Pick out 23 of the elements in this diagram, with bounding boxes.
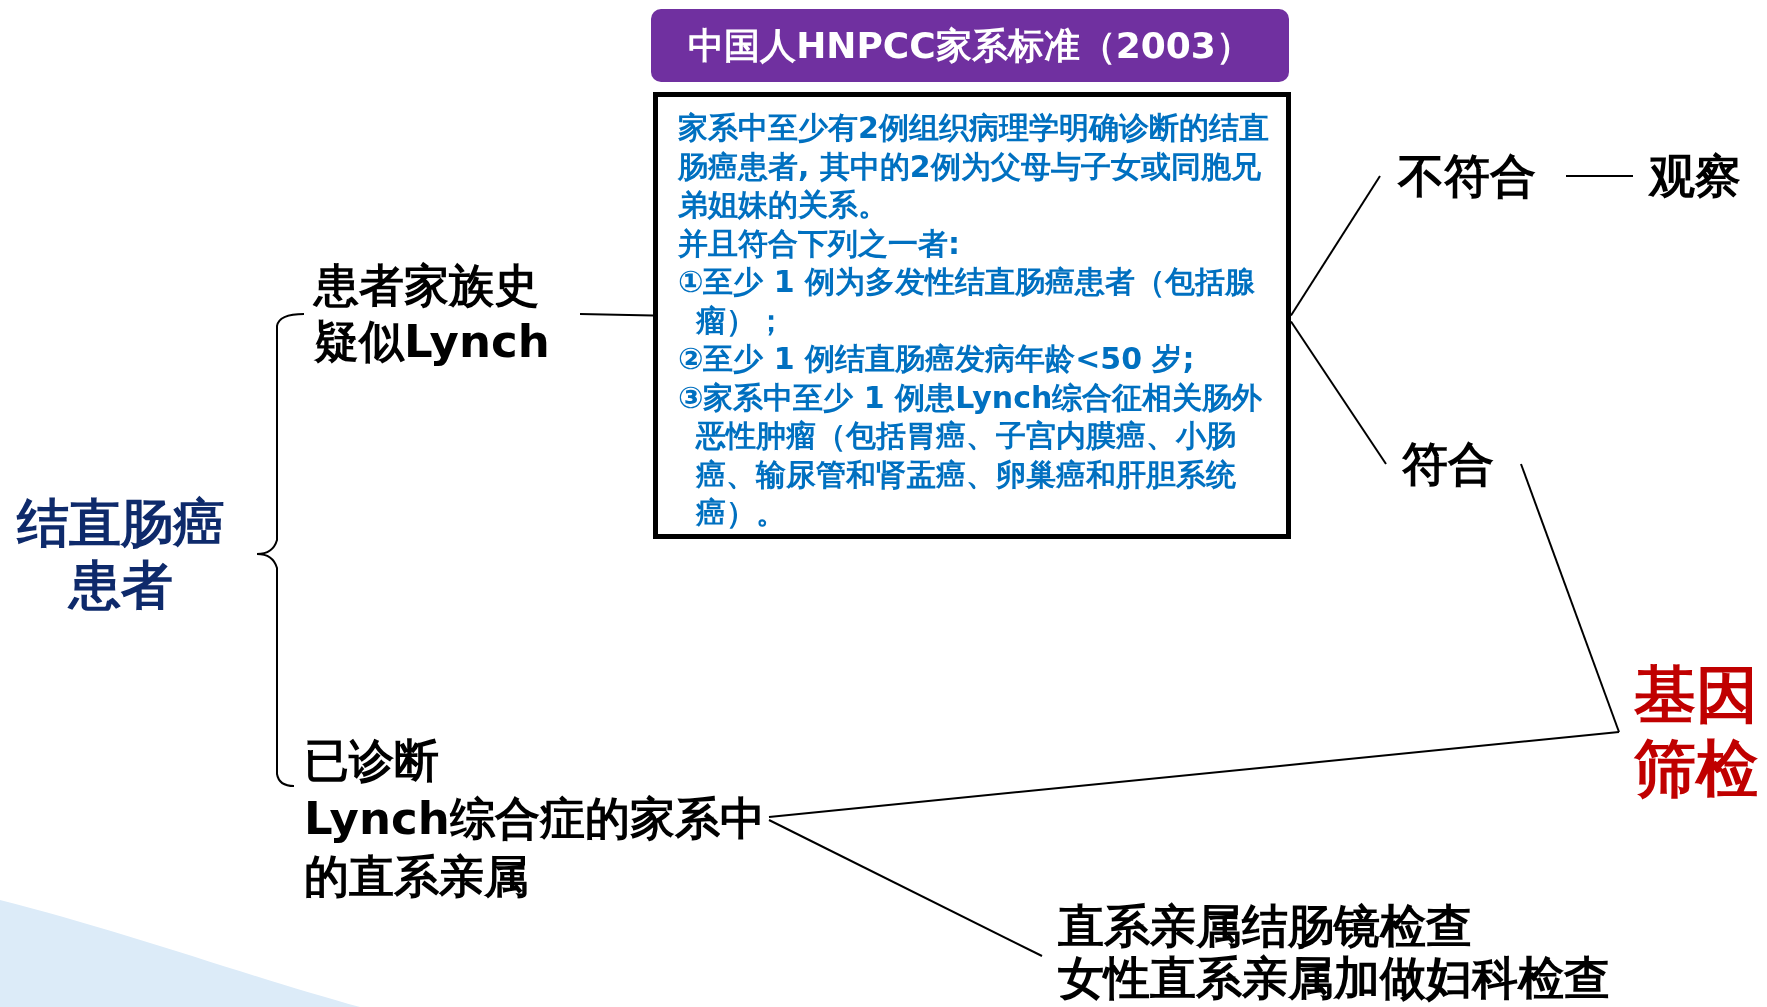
criteria-box: [653, 92, 1291, 539]
branch-label: 已诊断Lynch综合症的家系中的直系亲属: [304, 732, 774, 906]
connector-line: [768, 819, 1043, 957]
header-bar: 中国人HNPCC家系标准（2003）: [651, 9, 1289, 82]
connector-line: [1290, 320, 1387, 465]
category-label: 结直肠癌患者: [8, 492, 233, 616]
result-label: 基因筛检: [1634, 658, 1764, 806]
action-label: 观察: [1649, 146, 1764, 206]
outcome-label: 不符合: [1398, 146, 1558, 206]
connector-line: [1565, 175, 1634, 177]
criteria-text: 家系中至少有2例组织病理学明确诊断的结直肠癌患者, 其中的2例为父母与子女或同胞兄弟姐妹的关系。: [678, 109, 1270, 224]
connector-line: [768, 731, 1620, 818]
criteria-text: ②至少 1 例结直肠癌发病年龄<50 岁;: [678, 340, 1196, 378]
connector-line: [1290, 175, 1381, 317]
outcome-label: 符合: [1402, 434, 1512, 494]
criteria-text: ①至少 1 例为多发性结直肠癌患者（包括腺瘤）；: [678, 263, 1257, 340]
connector-line: [1520, 463, 1620, 733]
action-text: 女性直系亲属加做妇科检查: [1058, 952, 1611, 1004]
criteria-text: 并且符合下列之一者:: [678, 224, 961, 263]
branch-label: 患者家族史疑似Lynch: [314, 258, 574, 370]
criteria-text: ③家系中至少 1 例患Lynch综合征相关肠外恶性肿瘤（包括胃癌、子宫内膜癌、小肠癌、输尿管和肾盂癌、卵巢癌和肝胆系统癌）。: [678, 378, 1264, 532]
action-text: 直系亲属结肠镜检查: [1058, 900, 1473, 952]
connector-line: [579, 313, 654, 317]
